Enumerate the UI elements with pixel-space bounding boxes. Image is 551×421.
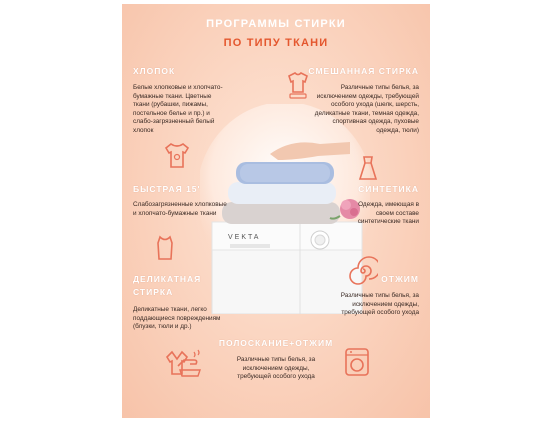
poster-subtitle: ПО ТИПУ ТКАНИ (223, 37, 329, 49)
section-title-delicate: ДЕЛИКАТНАЯ (133, 274, 202, 284)
brand-logo: VEKTA (228, 234, 260, 241)
poster-title: ПРОГРАММЫ СТИРКИ (206, 18, 346, 30)
tshirt-icon (162, 141, 192, 169)
washing-programs-poster: ПРОГРАММЫ СТИРКИ ПО ТИПУ ТКАНИ VEKTA (122, 4, 430, 418)
shirt-stack-icon (283, 70, 313, 102)
section-title-delicate-2: СТИРКА (133, 287, 174, 297)
washing-machine-icon (342, 346, 372, 378)
washing-machine-photo: VEKTA (197, 102, 373, 315)
section-text-quick: Слабозагрязненные хлопковые и хлопчато-б… (133, 201, 227, 217)
section-title-synthetic: СИНТЕТИКА (358, 184, 419, 194)
section-title-spin: ОТЖИМ (381, 274, 419, 284)
section-text-synthetic: Одежда, имеющая в своем составе синтетич… (357, 201, 419, 226)
section-title-mixed: СМЕШАННАЯ СТИРКА (308, 66, 419, 76)
section-title-cotton: ХЛОПОК (133, 66, 176, 76)
dress-icon (354, 154, 382, 182)
sleeveless-top-icon (152, 234, 178, 262)
section-text-mixed: Различные типы белья, за исключением оде… (314, 84, 419, 134)
section-title-quick: БЫСТРАЯ 15' (133, 184, 201, 194)
hand-wash-icon (174, 346, 206, 378)
section-text-spin: Различные типы белья, за исключением оде… (340, 292, 419, 317)
section-text-cotton: Белые хлопковые и хлопчато-бумажные ткан… (133, 84, 223, 134)
section-text-rinse-spin: Различные типы белья, за исключением оде… (236, 356, 316, 381)
section-title-rinse-spin: ПОЛОСКАНИЕ+ОТЖИМ (218, 338, 334, 348)
spin-spiral-icon (348, 256, 381, 286)
section-text-delicate: Деликатные ткани, легко поддающиеся повр… (133, 306, 221, 331)
blouse-icon (162, 349, 192, 377)
